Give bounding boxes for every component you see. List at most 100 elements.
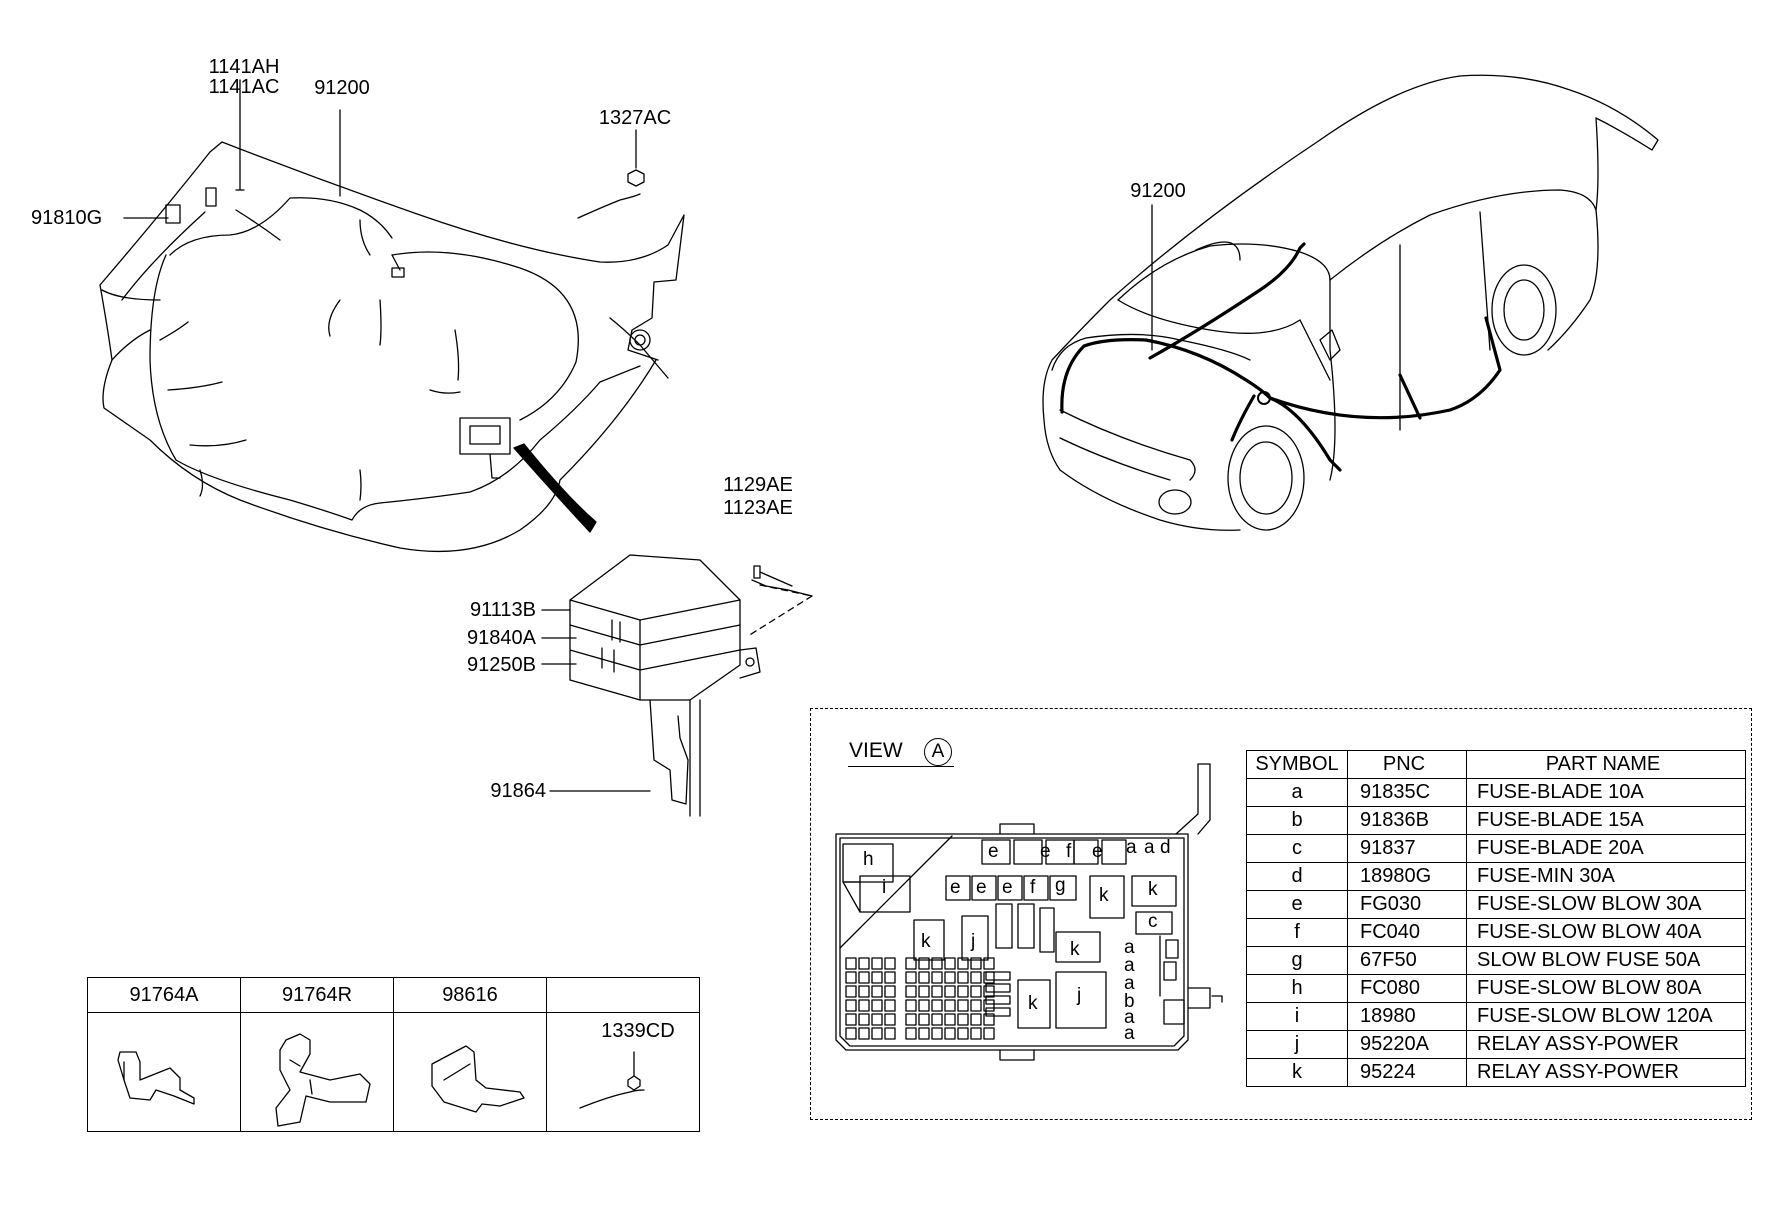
cell-pnc: 91836B — [1347, 806, 1467, 835]
fuse-label-f-2: f — [1030, 877, 1036, 898]
vehicle-harness — [1060, 242, 1502, 472]
cell-symbol: k — [1246, 1058, 1348, 1087]
cell-pnc: 18980 — [1347, 1002, 1467, 1031]
fuse-label-k-3: k — [921, 931, 931, 952]
fuse-grid-cell — [884, 971, 896, 984]
fuse-grid-cell — [957, 1027, 969, 1040]
fuse-grid-cell — [845, 957, 857, 970]
fuse-label-a-top-2: a — [1144, 837, 1155, 858]
fuse-label-a-2: a — [1124, 955, 1135, 976]
fuse-grid-cell — [845, 985, 857, 998]
callout-91200-left: 91200 — [314, 77, 370, 99]
cell-symbol: g — [1246, 946, 1348, 975]
fuse-grid-cell — [858, 985, 870, 998]
fuse-grid-cell — [918, 985, 930, 998]
fuse-grid-cell — [918, 1027, 930, 1040]
header-part-name: PART NAME — [1466, 750, 1746, 779]
fuse-grid-cell — [957, 985, 969, 998]
fuse-grid-cell — [858, 971, 870, 984]
callout-91810g: 91810G — [31, 207, 103, 229]
callout-1123ae: 1123AE — [723, 497, 793, 519]
fuse-grid-cell — [944, 971, 956, 984]
cell-part-name: RELAY ASSY-POWER — [1466, 1030, 1746, 1059]
fuse-label-a-3: a — [1124, 973, 1135, 994]
fuse-label-a-5: a — [1124, 1023, 1135, 1044]
fuse-label-b: b — [1124, 991, 1135, 1012]
cell-pnc: 18980G — [1347, 862, 1467, 891]
fuse-grid-cell — [845, 1027, 857, 1040]
cell-part-name: FUSE-SLOW BLOW 120A — [1466, 1002, 1746, 1031]
fuse-box-drawing — [835, 763, 1223, 1061]
fuse-grid-cell — [845, 971, 857, 984]
fuse-grid-cell — [970, 971, 982, 984]
fuse-grid-cell — [970, 957, 982, 970]
fuse-label-e-1: e — [988, 841, 999, 862]
cell-part-name: FUSE-SLOW BLOW 40A — [1466, 918, 1746, 947]
callout-1339cd: 1339CD — [601, 1020, 675, 1042]
fuse-grid-cell — [983, 957, 995, 970]
fuse-label-e-5: e — [976, 877, 987, 898]
fuse-grid-cell — [983, 971, 995, 984]
callout-91840a: 91840A — [467, 627, 536, 649]
cell-part-name: FUSE-SLOW BLOW 30A — [1466, 890, 1746, 919]
view-marker-circle: A — [924, 738, 952, 766]
cell-part-name: FUSE-BLADE 15A — [1466, 806, 1746, 835]
fuse-label-c: c — [1148, 911, 1158, 932]
fuse-grid-cell — [918, 971, 930, 984]
fuse-label-h: h — [863, 849, 874, 870]
fuse-label-k-2: k — [1148, 879, 1158, 900]
fuse-label-e-4: e — [950, 877, 961, 898]
fuse-grid-cell — [905, 999, 917, 1012]
vehicle-outline — [1042, 74, 1659, 531]
fuse-grid-cell — [845, 1013, 857, 1026]
fuse-grid-cell — [905, 957, 917, 970]
cell-symbol: c — [1246, 834, 1348, 863]
fuse-grid-cell — [918, 1013, 930, 1026]
fuse-grid-cell — [858, 1027, 870, 1040]
fuse-grid-cell — [983, 985, 995, 998]
callout-91864: 91864 — [490, 780, 546, 802]
fuse-grid-cell — [944, 957, 956, 970]
accessory-cell-91764a — [87, 1012, 241, 1132]
fuse-label-f-1: f — [1066, 841, 1072, 862]
callout-91250b: 91250B — [467, 654, 536, 676]
fuse-grid-cell — [858, 1013, 870, 1026]
fuse-grid-cell — [983, 1027, 995, 1040]
accessory-header-blank — [546, 977, 700, 1013]
cell-pnc: FC080 — [1347, 974, 1467, 1003]
callout-1141ah: 1141AH — [208, 56, 280, 78]
fuse-grid-cell — [918, 957, 930, 970]
parts-table-header: SYMBOL PNC PART NAME — [1246, 750, 1746, 779]
cell-symbol: h — [1246, 974, 1348, 1003]
cell-pnc: FG030 — [1347, 890, 1467, 919]
cell-pnc: 95224 — [1347, 1058, 1467, 1087]
cell-part-name: FUSE-SLOW BLOW 80A — [1466, 974, 1746, 1003]
engine-bay-outline — [99, 79, 685, 553]
fuse-grid-cell — [905, 1013, 917, 1026]
fuse-grid-cell — [931, 1013, 943, 1026]
view-pointer — [513, 443, 597, 533]
fuse-grid-cell — [944, 1013, 956, 1026]
fuse-grid-cell — [931, 957, 943, 970]
cell-symbol: j — [1246, 1030, 1348, 1059]
fuse-grid-cell — [871, 1027, 883, 1040]
fuse-grid-cell — [944, 1027, 956, 1040]
fuse-label-k-5: k — [1028, 993, 1038, 1014]
accessory-header-91764r: 91764R — [240, 977, 394, 1013]
cell-pnc: 67F50 — [1347, 946, 1467, 975]
fuse-grid-cell — [845, 999, 857, 1012]
fuse-grid-cell — [983, 999, 995, 1012]
accessory-cell-91764r — [240, 1012, 394, 1132]
fuse-label-j-2: j — [1077, 985, 1082, 1006]
fuse-label-k-4: k — [1070, 939, 1080, 960]
fuse-grid-cell — [970, 1013, 982, 1026]
